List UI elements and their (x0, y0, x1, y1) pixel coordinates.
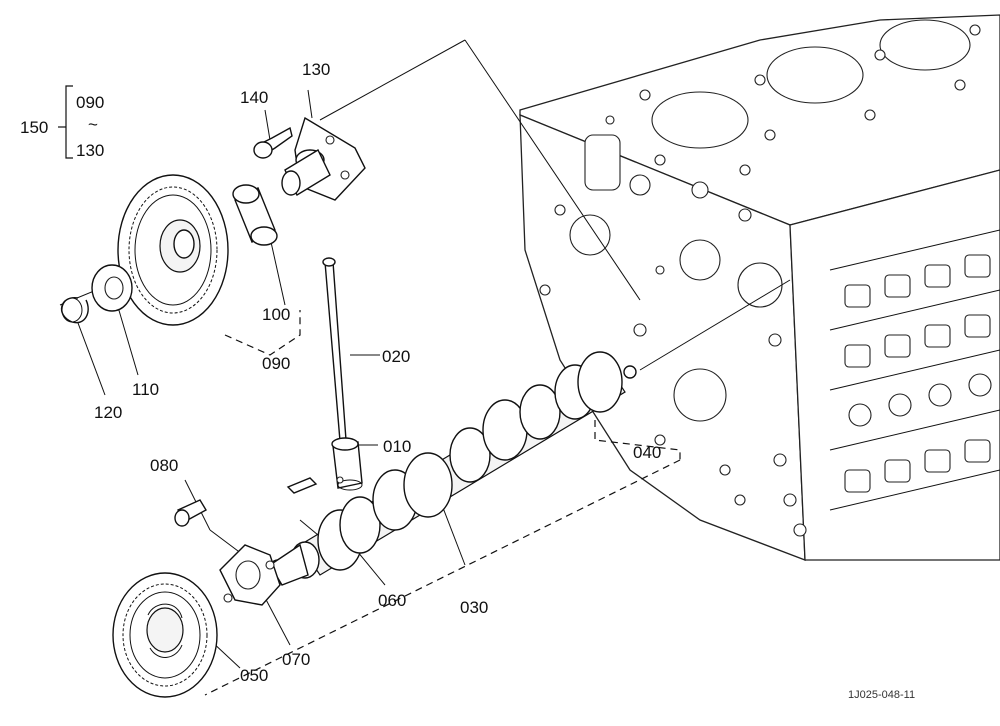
thrust-washer (91, 264, 133, 312)
bolt-140 (253, 126, 293, 159)
label-090: 090 (262, 354, 290, 373)
part-labels: 010 020 030 040 050 060 070 080 090 100 … (20, 60, 661, 685)
label-010: 010 (383, 437, 411, 456)
label-130: 130 (302, 60, 330, 79)
camshaft-lobes (317, 351, 623, 571)
engine-block (519, 14, 1000, 561)
bolt-080 (174, 499, 207, 527)
idle-gear (117, 174, 229, 326)
bushing (232, 184, 278, 246)
range-tilde: ~ (88, 115, 98, 134)
label-070: 070 (282, 650, 310, 669)
tappet (331, 437, 363, 491)
push-rod (322, 257, 347, 442)
label-060: 060 (378, 591, 406, 610)
camshaft (267, 351, 626, 586)
label-080: 080 (150, 456, 178, 475)
label-050: 050 (240, 666, 268, 685)
label-100: 100 (262, 305, 290, 324)
deck-holes (605, 24, 981, 176)
cam-gear (112, 572, 218, 698)
feather-key (286, 477, 318, 494)
figure-reference-code: 1J025-048-11 (848, 689, 915, 701)
idle-gear-shaft (281, 116, 366, 201)
assembly-range-bracket: 090 ~ 130 (58, 85, 104, 160)
range-to-label: 130 (76, 141, 104, 160)
label-110: 110 (132, 380, 159, 399)
range-from-label: 090 (76, 93, 104, 112)
group-brackets (204, 310, 681, 696)
label-040: 040 (633, 443, 661, 462)
ball-040 (623, 365, 637, 379)
camshaft-stopper (219, 544, 281, 606)
label-030: 030 (460, 598, 488, 617)
label-150: 150 (20, 118, 48, 137)
label-140: 140 (240, 88, 268, 107)
label-020: 020 (382, 347, 410, 366)
snap-ring (60, 297, 89, 324)
block-ribs (829, 229, 1000, 511)
label-120: 120 (94, 403, 122, 422)
